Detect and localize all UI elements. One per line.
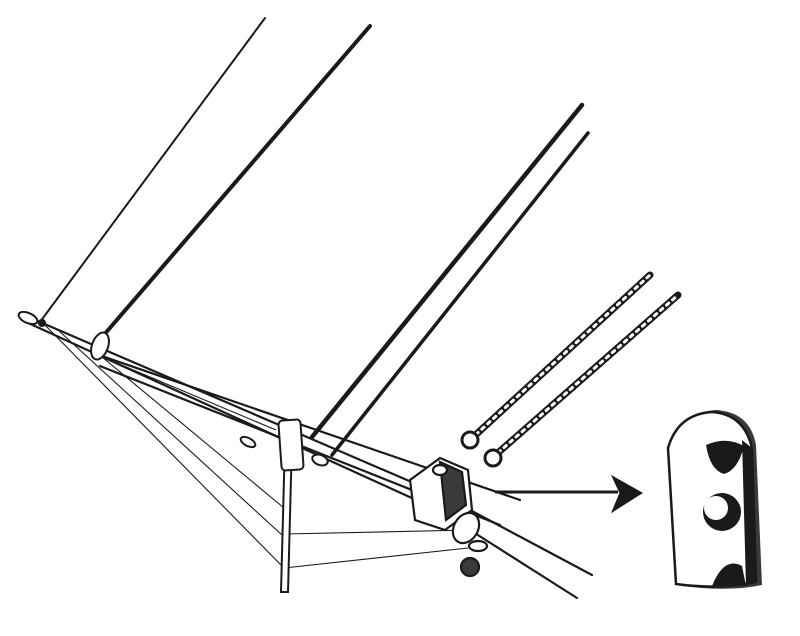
guy-line-5	[283, 529, 471, 535]
lower-block	[459, 556, 481, 578]
boom-tip-cap	[17, 310, 39, 326]
martingale-collar	[277, 418, 305, 472]
lower-rope-guy-twist	[490, 293, 680, 460]
outer-jib-stay	[330, 131, 590, 457]
band-eye	[311, 453, 329, 467]
outer-band-ring	[90, 331, 110, 361]
lower-eye	[467, 539, 489, 553]
heel-spar-upper	[468, 508, 594, 577]
inset-right-face	[742, 440, 756, 586]
inset-bottom-notch	[712, 563, 746, 586]
inner-stays	[309, 102, 590, 457]
rope-guys	[460, 271, 682, 468]
heel-band	[451, 511, 481, 545]
guy-line-2	[57, 329, 283, 536]
heel-spar-lower	[468, 528, 579, 600]
cap-hole	[431, 463, 449, 477]
upper-rope-eye	[460, 430, 480, 450]
inset-upper-hole	[706, 440, 744, 474]
martingale-boom	[277, 418, 305, 593]
bowsprit-cap	[408, 456, 489, 578]
spars	[24, 314, 594, 600]
pointer-arrow-head	[610, 474, 643, 514]
pointer-arrow	[495, 474, 643, 514]
lower-rope-eye	[483, 448, 503, 468]
inset-middle-hole-rim	[704, 496, 728, 520]
boom-tip	[17, 310, 46, 327]
fore-topgallant-stay	[39, 17, 266, 323]
cap-detail-inset	[666, 410, 762, 589]
fore-topmast-stay	[101, 24, 372, 338]
guy-line-6	[283, 547, 469, 569]
side-clamp	[239, 435, 329, 467]
inner-jib-stay	[309, 102, 585, 440]
side-clamp-eye	[239, 435, 257, 449]
upper-stays	[39, 17, 372, 338]
cap-shadow	[438, 460, 468, 523]
guy-line-1	[41, 321, 283, 567]
boom-tip-band	[38, 319, 46, 327]
outer-band	[90, 331, 110, 361]
upper-rope-guy-twist	[468, 273, 652, 442]
